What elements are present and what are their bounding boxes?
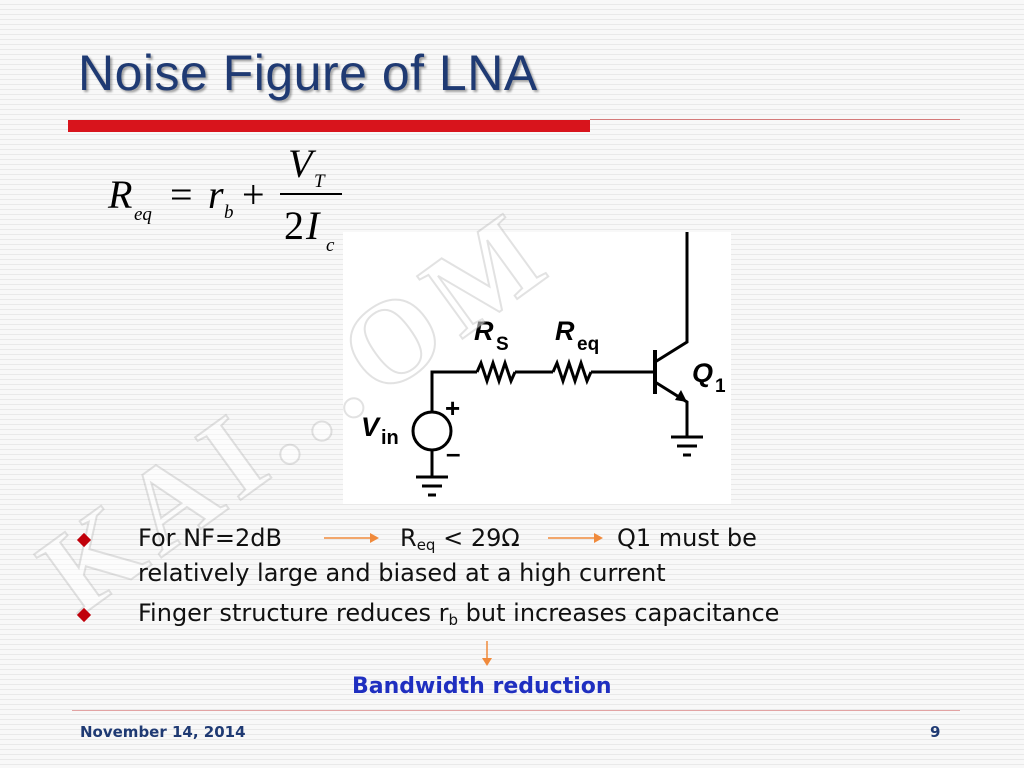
formula-den-var: I — [306, 203, 320, 248]
arrow-down-icon — [482, 641, 492, 666]
formula-equals: = — [170, 172, 193, 217]
q1-emitter — [654, 380, 689, 437]
q1-label-sub: 1 — [715, 376, 726, 397]
bullet-1-r-sub: eq — [416, 536, 436, 554]
bullet-2-part-b: but increases capacitance — [458, 599, 780, 627]
bullet-1-r: R — [400, 524, 417, 552]
ground-source — [416, 475, 448, 497]
title-underline-thin — [590, 119, 960, 120]
ground-emitter — [671, 435, 703, 457]
bullet-1-part-a: For NF=2dB — [138, 524, 282, 552]
formula-den-sub: c — [326, 235, 335, 256]
footer-page-number: 9 — [930, 723, 941, 741]
wire-left — [430, 370, 477, 412]
bullet-2: Finger structure reduces rb but increase… — [138, 596, 779, 637]
req-label-sub: eq — [577, 334, 599, 355]
formula-rb-var: r — [208, 172, 224, 217]
formula-lhs-var: R — [108, 172, 133, 217]
formula-rb-sub: b — [224, 202, 234, 223]
bullet-2-part-a: Finger structure reduces r — [138, 599, 449, 627]
bullet-2-sub: b — [448, 611, 459, 629]
footer-date: November 14, 2014 — [80, 723, 246, 741]
arrow-right-icon-1 — [324, 533, 379, 543]
rs-resistor — [475, 358, 517, 386]
formula-num-sub: T — [314, 171, 325, 192]
req-formula: R eq = r b + V T 2 I c — [100, 140, 360, 260]
lna-circuit-diagram: R S R eq Q 1 V in + – — [361, 232, 726, 497]
formula-plus: + — [242, 172, 265, 217]
bullet-1-part-c: Q1 must be — [617, 524, 757, 552]
req-label: R — [555, 316, 575, 346]
footer-divider — [72, 710, 960, 711]
emitter-arrow-icon — [675, 390, 687, 402]
bullet-marker-1 — [76, 532, 92, 548]
formula-num-var: V — [288, 141, 313, 186]
bullet-marker-2 — [76, 607, 92, 623]
title-underline-red — [68, 120, 590, 132]
formula-den-coef: 2 — [284, 203, 304, 248]
formula-fraction-bar — [280, 193, 342, 195]
circuit-background — [343, 232, 731, 504]
rs-label: R — [474, 316, 494, 346]
vin-minus-sign: – — [446, 438, 460, 468]
q1-collector — [654, 232, 689, 364]
arrow-right-icon-2 — [548, 533, 603, 543]
vin-label: V — [361, 412, 381, 442]
formula-lhs-sub: eq — [134, 204, 152, 225]
bullet-1-part-b: Req < 29Ω — [400, 521, 520, 562]
slide-title: Noise Figure of LNA — [78, 45, 538, 101]
q1-label: Q — [692, 358, 713, 388]
vin-label-sub: in — [381, 427, 399, 449]
bandwidth-reduction-label: Bandwidth reduction — [352, 674, 612, 699]
bullet-1-line-2: relatively large and biased at a high cu… — [138, 559, 666, 587]
vin-plus-sign: + — [445, 393, 460, 423]
bullet-1-threshold: < 29Ω — [443, 524, 520, 552]
rs-label-sub: S — [496, 334, 509, 355]
req-resistor — [551, 358, 593, 386]
